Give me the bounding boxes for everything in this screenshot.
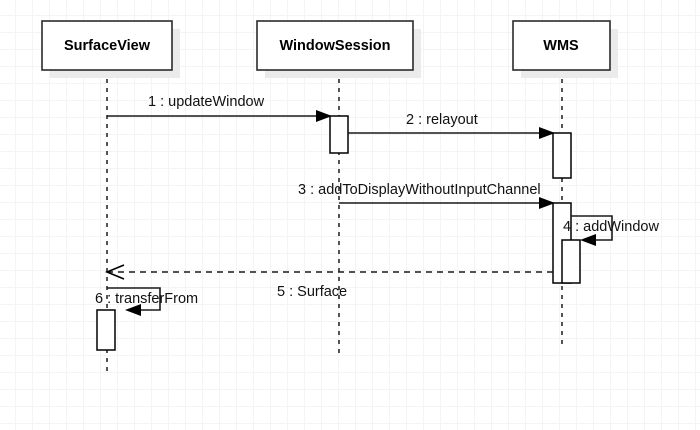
message-5-surface[interactable]: 5 : Surface bbox=[104, 264, 553, 300]
participant-wms-box[interactable] bbox=[512, 20, 611, 71]
message-2-arrowhead bbox=[539, 127, 555, 139]
message-5-label: 5 : Surface bbox=[277, 284, 347, 300]
activation-windowsession-1 bbox=[329, 115, 349, 154]
message-3-arrowhead bbox=[539, 197, 555, 209]
participant-windowsession-label: WindowSession bbox=[279, 38, 390, 54]
activation-wms-1 bbox=[552, 132, 572, 179]
message-2-label: 2 : relayout bbox=[406, 112, 478, 128]
message-6-label: 6 : transferFrom bbox=[95, 291, 198, 307]
activation-wms-3-nested bbox=[561, 239, 581, 284]
participant-windowsession-box[interactable] bbox=[256, 20, 414, 71]
message-5-arrowhead bbox=[104, 264, 125, 280]
message-4-addwindow[interactable]: 4 : addWindow bbox=[563, 215, 659, 246]
participant-windowsession[interactable]: WindowSession bbox=[256, 20, 421, 78]
message-2-relayout[interactable]: 2 : relayout bbox=[348, 112, 555, 139]
activation-surfaceview-1 bbox=[96, 309, 116, 351]
message-1-label: 1 : updateWindow bbox=[148, 94, 265, 110]
message-3-addtodisplaywithoutinputchannel[interactable]: 3 : addToDisplayWithoutInputChannel bbox=[298, 182, 555, 209]
participant-surfaceview-box[interactable] bbox=[41, 20, 173, 71]
message-4-label: 4 : addWindow bbox=[563, 219, 659, 235]
message-4-line[interactable] bbox=[571, 215, 613, 241]
participant-surfaceview[interactable]: SurfaceView bbox=[41, 20, 180, 78]
message-6-arrowhead bbox=[125, 304, 141, 316]
participant-wms-label: WMS bbox=[543, 38, 579, 54]
message-1-arrowhead bbox=[316, 110, 332, 122]
participant-wms[interactable]: WMS bbox=[512, 20, 618, 78]
message-4-arrowhead bbox=[580, 234, 596, 246]
message-1-updatewindow[interactable]: 1 : updateWindow bbox=[107, 94, 332, 122]
message-6-transferfrom[interactable]: 6 : transferFrom bbox=[95, 287, 198, 316]
participant-surfaceview-label: SurfaceView bbox=[64, 38, 151, 54]
message-6-line[interactable] bbox=[107, 287, 161, 311]
message-3-label: 3 : addToDisplayWithoutInputChannel bbox=[298, 182, 541, 198]
